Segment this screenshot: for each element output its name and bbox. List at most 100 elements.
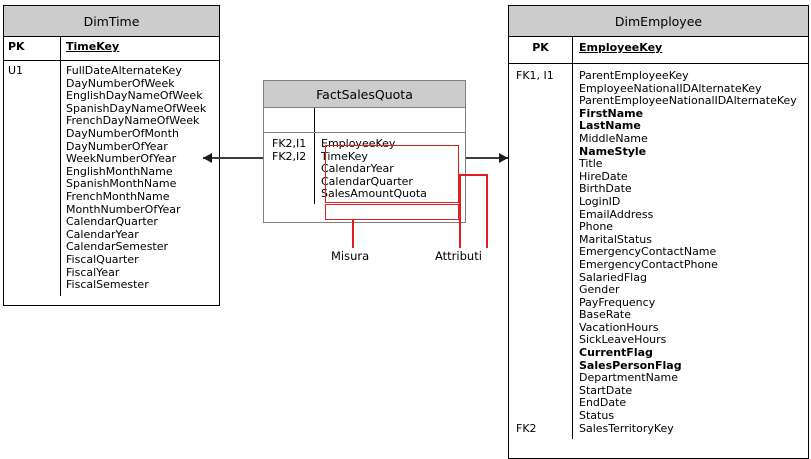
field-employeenationalidalternatekey: EmployeeNationalIDAlternateKey [579,81,762,95]
key-spacer [516,410,572,423]
key-spacer [516,372,572,385]
key-label-fk2: FK2 [516,421,537,435]
field-daynumberofyear: DayNumberOfYear [66,139,168,153]
dim-employee-key-column: FK1, I1 FK2 [509,64,573,440]
relationship-line-dimtime-fact [203,157,263,159]
field-employeekey: EmployeeKey [321,137,396,150]
leader-line-attributes-vertical [459,174,461,248]
field-currentflag: CurrentFlag [579,346,653,360]
dim-time-pk-key-column: PK [4,37,61,60]
key-spacer [516,146,572,159]
key-spacer [516,309,572,322]
leader-line-measure [352,220,354,248]
field-salesamountquota: SalesAmountQuota [321,187,427,201]
key-label-fk2i1: FK2,I1 [272,137,307,150]
dim-time-key-column: U1 [4,61,61,296]
field-calendarsemester: CalendarSemester [66,240,169,254]
key-spacer [516,272,572,285]
key-label-fk1-i1: FK1, I1 [516,69,554,82]
field-salariedflag: SalariedFlag [579,270,647,284]
field-payfrequency: PayFrequency [579,295,656,309]
field-salespersonflag: SalesPersonFlag [579,358,682,372]
field-monthnumberofyear: MonthNumberOfYear [66,202,181,216]
key-spacer [516,95,572,108]
field-gender: Gender [579,283,620,297]
fact-pk-key-column [264,108,315,132]
key-spacer [516,284,572,297]
field-calendaryear: CalendarYear [66,227,139,241]
field-maritalstatus: MaritalStatus [579,232,652,246]
field-calendarquarter: CalendarQuarter [66,215,158,229]
key-spacer [516,347,572,360]
key-spacer [516,385,572,398]
pk-label: PK [8,40,25,53]
entity-title-dim-employee: DimEmployee [509,6,808,37]
leader-line-attributes-drop [486,174,488,248]
key-spacer [516,183,572,196]
pk-label: PK [532,41,549,54]
key-label-fk2i2: FK2,I2 [272,149,307,163]
key-spacer [516,221,572,234]
field-startdate: StartDate [579,383,633,397]
field-weeknumberofyear: WeekNumberOfYear [66,152,177,166]
entity-dim-employee: DimEmployee PK EmployeeKey FK1, I1 FK2 P… [508,5,809,459]
field-spanishmonthname: SpanishMonthName [66,177,177,191]
field-fiscalquarter: FiscalQuarter [66,252,139,266]
field-daynumberofweek: DayNumberOfWeek [66,76,175,90]
field-middlename: MiddleName [579,131,648,145]
fact-pk-field-column [315,108,465,132]
leader-line-attributes-horizontal [459,174,487,176]
field-status: Status [579,409,615,423]
field-frenchmonthname: FrenchMonthName [66,189,170,203]
key-spacer [516,246,572,259]
fact-pk-field [315,108,465,121]
pk-field-employeekey: EmployeeKey [579,41,663,54]
field-parentemployeenationalidalternatekey: ParentEmployeeNationalIDAlternateKey [579,94,797,108]
pk-field-timekey: TimeKey [66,40,120,53]
entity-title-dim-time: DimTime [4,6,219,37]
field-birthdate: BirthDate [579,182,632,196]
field-sickleavehours: SickLeaveHours [579,333,667,347]
key-spacer [516,334,572,347]
fact-measure-field-list: SalesAmountQuota [321,188,465,201]
field-calendarquarter: CalendarQuarter [321,174,413,188]
key-spacer [516,158,572,171]
field-englishmonthname: EnglishMonthName [66,164,173,178]
fact-pk-label [264,108,314,121]
relationship-arrow-to-dimemployee [499,153,508,163]
field-englishdaynameofweek: EnglishDayNameOfWeek [66,89,203,103]
field-title: Title [579,157,603,171]
field-emergencycontactname: EmergencyContactName [579,245,717,259]
field-parentemployeekey: ParentEmployeeKey [579,69,689,82]
dim-time-pk-section: PK TimeKey [4,37,219,60]
field-fulldatealternatekey: FullDateAlternateKey [66,64,182,77]
field-phone: Phone [579,220,614,234]
key-spacer [516,83,572,96]
dim-employee-pk-key-column: PK [509,37,573,63]
field-enddate: EndDate [579,396,627,410]
key-spacer [516,297,572,310]
field-spanishdaynameofweek: SpanishDayNameOfWeek [66,101,207,115]
field-frenchdaynameofweek: FrenchDayNameOfWeek [66,114,200,128]
field-daynumberofmonth: DayNumberOfMonth [66,126,179,140]
field-fiscalsemester: FiscalSemester [66,278,149,292]
key-spacer [516,234,572,247]
callout-attributes: Attributi [435,249,482,263]
key-spacer [516,120,572,133]
field-baserate: BaseRate [579,308,632,322]
key-label-u1: U1 [8,64,24,77]
field-lastname: LastName [579,119,641,133]
field-emailaddress: EmailAddress [579,207,654,221]
relationship-line-fact-dimemployee [466,157,508,159]
field-namestyle: NameStyle [579,144,647,158]
key-spacer [516,171,572,184]
key-spacer [516,322,572,335]
key-spacer [516,196,572,209]
